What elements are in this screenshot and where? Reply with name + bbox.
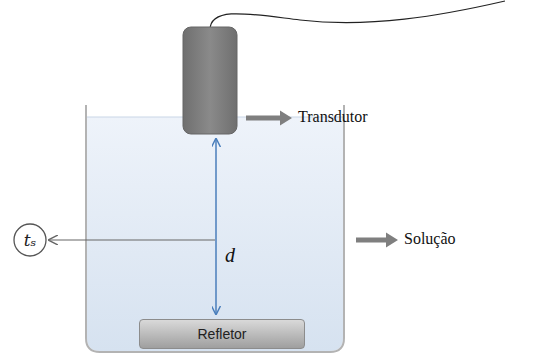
transducer-cable bbox=[210, 1, 505, 30]
distance-arrow bbox=[215, 139, 217, 314]
time-symbol: tₛ bbox=[24, 230, 37, 250]
solution-liquid bbox=[87, 117, 343, 351]
reflector-plate: Refletor bbox=[139, 319, 305, 349]
leader-line bbox=[49, 239, 215, 240]
time-circle: tₛ bbox=[13, 223, 47, 257]
dimension-label: d bbox=[225, 244, 235, 267]
part-label: Solução bbox=[404, 230, 456, 248]
part-name: Refletor bbox=[197, 326, 246, 342]
beaker-wall bbox=[86, 105, 344, 352]
pointer-arrow bbox=[246, 111, 292, 126]
transducer-body bbox=[183, 27, 237, 134]
part-label: Transdutor bbox=[298, 108, 368, 126]
pointer-arrow bbox=[356, 233, 398, 248]
